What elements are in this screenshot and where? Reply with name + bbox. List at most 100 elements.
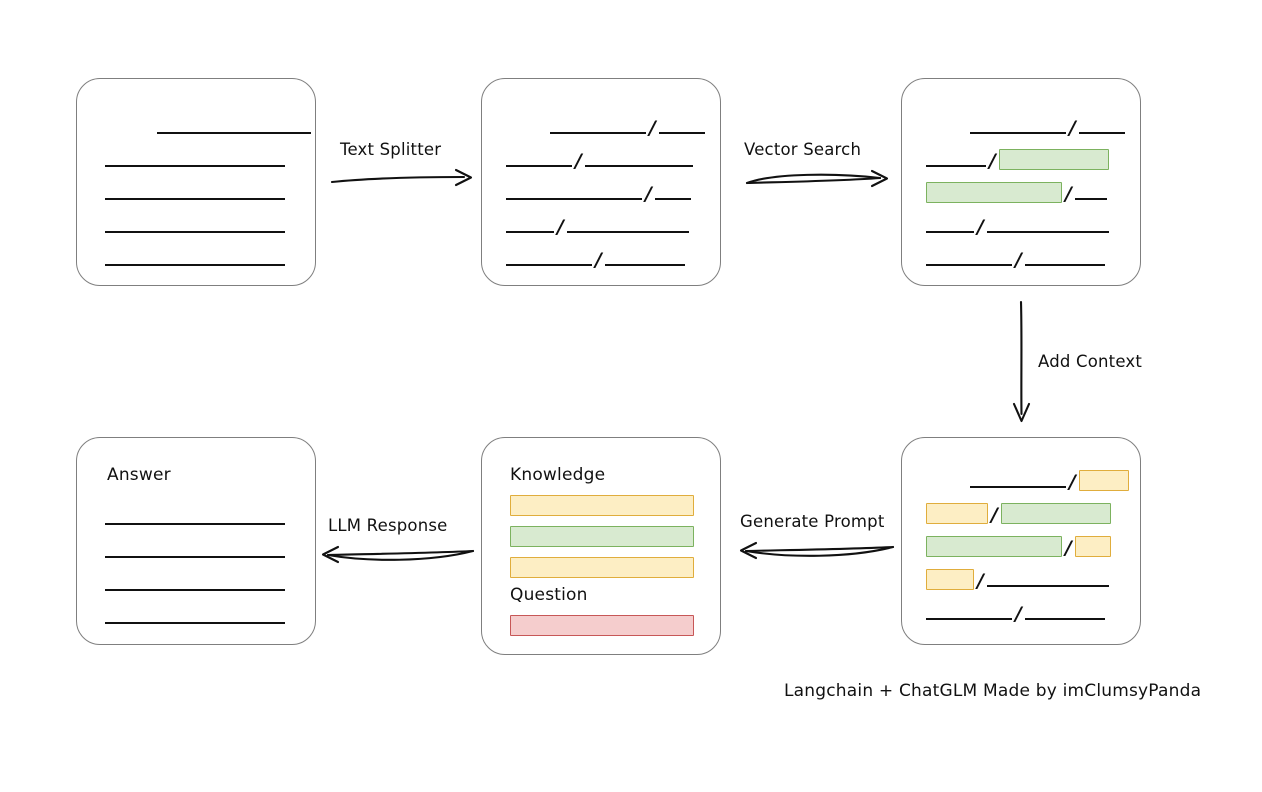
highlighted-chunk-green bbox=[926, 182, 1062, 203]
text-underline-segment bbox=[506, 198, 642, 200]
knowledge-label: Knowledge bbox=[510, 465, 606, 485]
text-line-row: / bbox=[926, 249, 1105, 271]
text-line-row: / bbox=[970, 117, 1125, 139]
edge-generate-prompt: Generate Prompt bbox=[738, 512, 896, 562]
text-underline-segment bbox=[1024, 264, 1105, 266]
edge-llm-response: LLM Response bbox=[320, 516, 476, 566]
edge-add-context: Add Context bbox=[1005, 300, 1165, 425]
edge-text-splitter-label: Text Splitter bbox=[340, 140, 442, 159]
edge-add-context-label: Add Context bbox=[1038, 352, 1143, 371]
text-underline-segment bbox=[926, 165, 986, 167]
chunk-separator-glyph: / bbox=[977, 216, 984, 238]
highlighted-chunk-yellow bbox=[926, 503, 988, 524]
text-line-row: / bbox=[970, 470, 1129, 493]
chunk-separator-glyph: / bbox=[991, 504, 998, 526]
text-line-row: / bbox=[506, 249, 685, 270]
text-line-row: / bbox=[926, 216, 1109, 238]
edge-llm-response-label: LLM Response bbox=[328, 516, 448, 535]
text-line-row bbox=[105, 249, 285, 269]
node-answer[interactable]: Answer bbox=[76, 437, 316, 645]
text-line-row bbox=[105, 508, 285, 528]
chunk-separator-glyph: / bbox=[1065, 183, 1072, 205]
highlighted-chunk-green bbox=[998, 149, 1109, 170]
footer-caption: Langchain + ChatGLM Made by imClumsyPand… bbox=[784, 681, 1202, 701]
highlighted-chunk-yellow bbox=[926, 569, 974, 590]
chunk-separator-glyph: / bbox=[1065, 537, 1072, 559]
text-line-row bbox=[105, 574, 285, 594]
text-line-row: / bbox=[550, 117, 705, 139]
text-underline-segment bbox=[986, 231, 1109, 233]
text-line-row: / bbox=[506, 183, 691, 205]
knowledge-bar-2 bbox=[510, 526, 694, 547]
chunk-separator-glyph: / bbox=[1069, 117, 1076, 139]
text-underline-segment bbox=[105, 264, 285, 266]
text-line-row bbox=[105, 150, 285, 170]
text-underline-segment bbox=[604, 264, 685, 266]
node-context-chunks[interactable]: / / / / / bbox=[901, 437, 1141, 645]
node-prompt[interactable]: Knowledge Question bbox=[481, 437, 721, 655]
text-underline-segment bbox=[550, 132, 646, 134]
text-underline-segment bbox=[105, 165, 285, 167]
chunk-separator-glyph: / bbox=[645, 183, 652, 205]
edge-text-splitter: Text Splitter bbox=[330, 140, 478, 190]
node-split-chunks[interactable]: / / / / / bbox=[481, 78, 721, 286]
text-underline-segment bbox=[105, 556, 285, 558]
text-underline-segment bbox=[105, 198, 285, 200]
edge-generate-prompt-label: Generate Prompt bbox=[740, 512, 885, 531]
text-underline-segment bbox=[926, 231, 974, 233]
text-line-row: / bbox=[926, 569, 1109, 592]
chunk-separator-glyph: / bbox=[649, 117, 656, 139]
chunk-separator-glyph: / bbox=[575, 150, 582, 172]
text-underline-segment bbox=[105, 622, 285, 624]
knowledge-bar-1 bbox=[510, 495, 694, 516]
text-underline-segment bbox=[654, 198, 691, 200]
text-line-row: / bbox=[926, 503, 1111, 526]
text-line-row bbox=[105, 607, 285, 627]
highlighted-chunk-green bbox=[926, 536, 1062, 557]
text-underline-segment bbox=[926, 264, 1012, 266]
text-line-row bbox=[105, 541, 285, 561]
highlighted-chunk-yellow bbox=[1078, 470, 1129, 491]
edge-text-splitter-arrow bbox=[330, 168, 473, 187]
edge-vector-search-arrow bbox=[745, 169, 889, 188]
answer-title: Answer bbox=[107, 465, 171, 485]
text-underline-segment bbox=[584, 165, 693, 167]
node-matched-chunks[interactable]: / / / / / bbox=[901, 78, 1141, 286]
edge-vector-search-label: Vector Search bbox=[744, 140, 862, 159]
text-underline-segment bbox=[1074, 198, 1107, 200]
chunk-separator-glyph: / bbox=[1069, 471, 1076, 493]
knowledge-bar-3 bbox=[510, 557, 694, 578]
text-underline-segment bbox=[970, 486, 1066, 488]
text-underline-segment bbox=[506, 264, 592, 266]
text-underline-segment bbox=[506, 165, 572, 167]
text-underline-segment bbox=[986, 585, 1109, 587]
text-line-row bbox=[105, 216, 285, 236]
text-underline-segment bbox=[105, 523, 285, 525]
text-underline-segment bbox=[157, 132, 311, 134]
text-line-row: / bbox=[926, 603, 1105, 624]
text-line-row bbox=[105, 183, 285, 203]
text-underline-segment bbox=[1024, 618, 1105, 620]
text-line-row: / bbox=[926, 149, 1109, 172]
chunk-separator-glyph: / bbox=[1015, 249, 1022, 271]
text-underline-segment bbox=[105, 589, 285, 591]
question-bar-1 bbox=[510, 615, 694, 636]
text-underline-segment bbox=[506, 231, 554, 233]
text-line-row: / bbox=[926, 182, 1107, 205]
node-source-document[interactable] bbox=[76, 78, 316, 286]
text-underline-segment bbox=[970, 132, 1066, 134]
text-underline-segment bbox=[566, 231, 689, 233]
chunk-separator-glyph: / bbox=[989, 150, 996, 172]
text-underline-segment bbox=[926, 618, 1012, 620]
edge-llm-response-arrow bbox=[321, 545, 475, 564]
text-underline-segment bbox=[1078, 132, 1125, 134]
text-line-row: / bbox=[506, 150, 693, 172]
edge-generate-prompt-arrow bbox=[739, 541, 895, 560]
text-underline-segment bbox=[105, 231, 285, 233]
chunk-separator-glyph: / bbox=[977, 570, 984, 592]
text-line-row: / bbox=[926, 536, 1111, 559]
chunk-separator-glyph: / bbox=[557, 216, 564, 238]
question-label: Question bbox=[510, 585, 588, 605]
text-line-row: / bbox=[506, 216, 689, 238]
